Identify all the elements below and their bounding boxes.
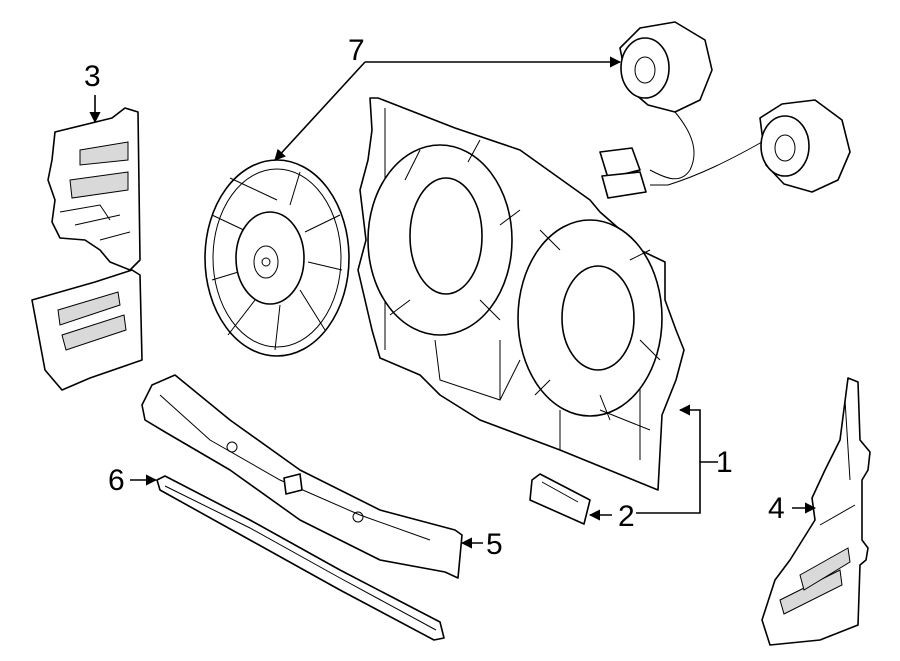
- callout-5: 5: [486, 528, 503, 561]
- fan-blade: [204, 159, 350, 357]
- lower-air-duct: [141, 374, 463, 579]
- left-air-guide: [31, 107, 143, 391]
- fan-motor-upper: [619, 21, 713, 113]
- callout-3: 3: [84, 60, 101, 93]
- pad: [529, 473, 591, 525]
- fan-motor-lower: [759, 99, 851, 193]
- callout-4: 4: [768, 492, 785, 525]
- fan-shroud: [357, 97, 685, 491]
- callout-2: 2: [618, 500, 635, 533]
- callout-6: 6: [108, 464, 125, 497]
- seal-strip: [156, 475, 445, 641]
- leader-lines: [89, 56, 817, 549]
- callout-1: 1: [716, 446, 733, 479]
- callout-7: 7: [348, 34, 365, 67]
- motor-wiring-harness: [599, 111, 763, 199]
